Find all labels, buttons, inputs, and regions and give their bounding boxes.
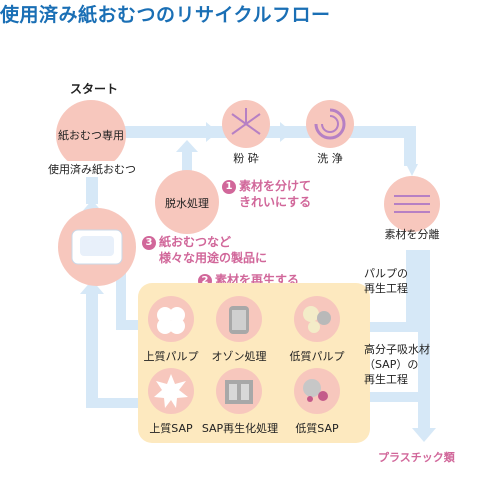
low-sap-label: 低質SAP bbox=[295, 422, 339, 435]
dehydration-label: 脱水処理 bbox=[165, 197, 209, 210]
low-pulp-circle bbox=[294, 296, 340, 342]
sap-star-icon bbox=[154, 374, 188, 408]
low-sap-circle bbox=[294, 368, 340, 414]
page-title: 使用済み紙おむつのリサイクルフロー bbox=[0, 4, 331, 26]
pulp-line2: 再生工程 bbox=[364, 282, 408, 295]
pulp-line1: パルプの bbox=[364, 267, 408, 280]
sap-regen-circle bbox=[216, 368, 262, 414]
washing-node-circle bbox=[306, 100, 354, 148]
separation-node-circle bbox=[384, 176, 440, 232]
dehydration-node-circle bbox=[155, 170, 219, 234]
low-sap-mix-icon bbox=[303, 379, 328, 402]
tank-icon bbox=[229, 306, 249, 334]
crushing-label: 粉 砕 bbox=[233, 152, 259, 165]
sap-regen-label: SAP再生化処理 bbox=[201, 422, 279, 435]
pulp-balls-icon bbox=[157, 307, 185, 334]
plastics-label: プラスチック類 bbox=[378, 451, 455, 464]
high-sap-label: 上質SAP bbox=[149, 422, 193, 435]
step1-line2: きれいにする bbox=[239, 195, 312, 209]
low-pulp-label: 低質パルプ bbox=[289, 350, 345, 363]
high-sap-circle bbox=[148, 368, 194, 414]
step3-line2: 様々な用途の製品に bbox=[159, 251, 268, 265]
step3-number: 3 bbox=[142, 236, 156, 250]
step1-number: 1 bbox=[222, 180, 236, 194]
pulp-process-label: パルプの 再生工程 bbox=[364, 266, 408, 296]
separation-label: 素材を分離 bbox=[384, 228, 440, 241]
swirl-icon bbox=[314, 108, 346, 140]
step1-line1: 素材を分けて bbox=[239, 179, 312, 193]
low-pulp-mix-icon bbox=[303, 306, 331, 333]
split-arrows-icon bbox=[394, 195, 430, 213]
sap-process-label: 高分子吸水材 （SAP）の 再生工程 bbox=[364, 342, 430, 387]
sap-line1: 高分子吸水材 bbox=[364, 343, 430, 356]
special-bag-label: 紙おむつ専用 bbox=[58, 129, 124, 142]
start-node-circle bbox=[56, 100, 126, 170]
crushing-node-circle bbox=[222, 100, 270, 148]
diaper-icon bbox=[71, 229, 123, 265]
start-label: スタート bbox=[70, 82, 119, 96]
step3-line1: 紙おむつなど bbox=[159, 235, 232, 249]
used-diaper-label: 使用済み紙おむつ bbox=[48, 161, 136, 177]
machine-icon bbox=[225, 380, 253, 404]
ozone-label: オゾン処理 bbox=[211, 350, 267, 363]
washing-label: 洗 浄 bbox=[317, 152, 343, 165]
high-pulp-circle bbox=[148, 296, 194, 342]
sap-line2: （SAP）の bbox=[364, 358, 419, 371]
ozone-circle bbox=[216, 296, 262, 342]
sap-line3: 再生工程 bbox=[364, 373, 408, 386]
products-node-circle bbox=[58, 208, 136, 286]
high-pulp-label: 上質パルプ bbox=[143, 350, 199, 363]
burst-arrows-icon bbox=[231, 108, 261, 135]
